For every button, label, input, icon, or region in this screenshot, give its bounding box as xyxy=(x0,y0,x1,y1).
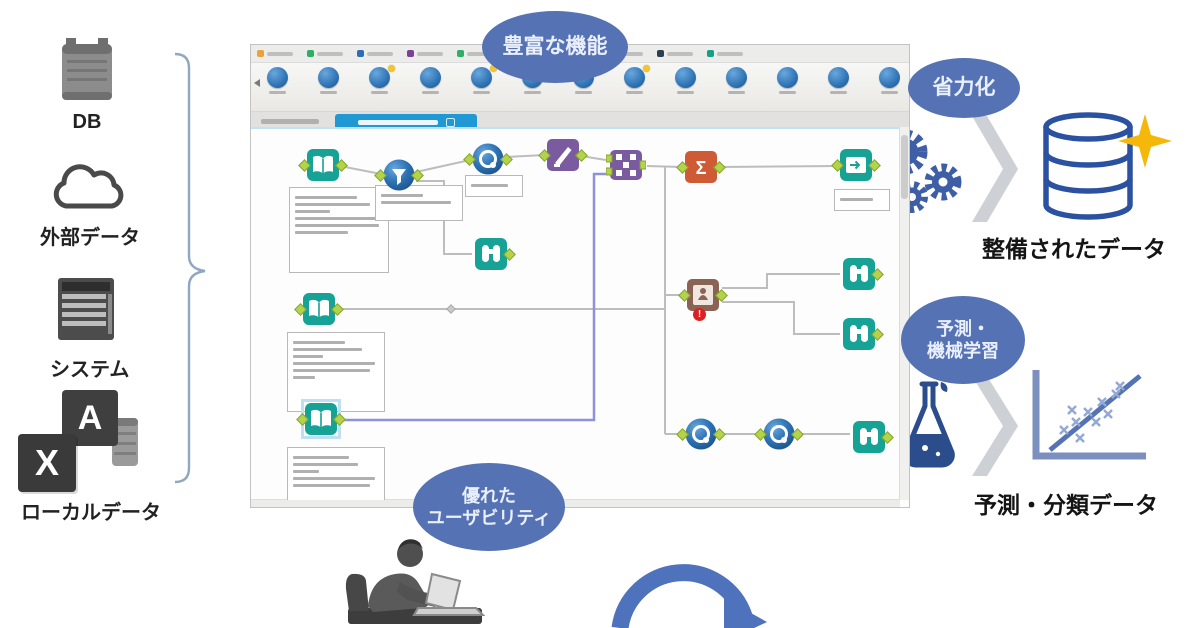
grouping-brace xyxy=(174,52,206,484)
workflow-node-browse-3[interactable] xyxy=(842,317,876,351)
canvas-vertical-scrollbar[interactable] xyxy=(899,127,909,500)
active-workflow-tab[interactable] xyxy=(335,114,477,131)
workflow-node-formula[interactable] xyxy=(546,138,580,172)
workflow-node-model-1[interactable] xyxy=(684,417,718,451)
callout-prediction-ml: 予測・ 機械学習 xyxy=(901,296,1025,384)
callout-usability-line2: ユーザビリティ xyxy=(426,508,552,528)
callout-rich-features: 豊富な機能 xyxy=(482,11,628,83)
excel-letter: X xyxy=(34,442,59,483)
palette-left-arrow-icon[interactable] xyxy=(254,79,260,87)
node-annotation-3 xyxy=(834,189,890,211)
tool-category-tab-1[interactable] xyxy=(307,50,343,57)
cloud-icon xyxy=(53,164,124,209)
scatter-plot-icon xyxy=(1032,370,1146,460)
new-tool-badge xyxy=(490,65,497,72)
person-at-laptop-icon xyxy=(345,539,486,624)
tool-category-tab-8[interactable] xyxy=(657,50,693,57)
workflow-node-input-2[interactable] xyxy=(302,292,336,326)
palette-tool-10[interactable] xyxy=(775,67,799,94)
callout-rich-features-text: 豊富な機能 xyxy=(502,34,608,58)
designer-window: Σ! xyxy=(250,44,910,508)
error-badge: ! xyxy=(693,308,706,321)
tool-category-tab-9[interactable] xyxy=(707,50,743,57)
source-external: 外部データ xyxy=(40,158,140,250)
small-db-icon xyxy=(112,418,138,466)
node-annotation-2 xyxy=(465,175,523,197)
workflow-node-select[interactable] xyxy=(471,142,505,176)
prepared-database-icon xyxy=(1043,112,1133,220)
tab-close-icon[interactable] xyxy=(445,118,455,127)
access-letter: A xyxy=(77,399,103,437)
workflow-connections xyxy=(337,154,850,435)
workflow-node-join[interactable] xyxy=(606,148,646,182)
tool-category-tab-2[interactable] xyxy=(357,50,393,57)
source-system: システム xyxy=(50,276,130,382)
palette-tool-3[interactable] xyxy=(418,67,442,94)
inactive-workflow-tab[interactable] xyxy=(261,119,319,124)
palette-tool-9[interactable] xyxy=(724,67,748,94)
selected-connection xyxy=(339,172,606,422)
local-data-icons: A X xyxy=(16,390,166,494)
source-system-label: システム xyxy=(50,359,130,381)
callout-usability: 優れた ユーザビリティ xyxy=(413,463,565,551)
predicted-data-label: 予測・分類データ xyxy=(974,492,1158,518)
excel-icon: X xyxy=(18,434,76,492)
callout-labor-saving: 省力化 xyxy=(908,58,1020,118)
workflow-node-browse-1[interactable] xyxy=(474,237,508,271)
workflow-node-browse-2[interactable] xyxy=(842,257,876,291)
workflow-node-input-1[interactable] xyxy=(306,148,340,182)
callout-prediction-line1: 予測・ xyxy=(936,318,990,339)
workflow-node-browse-4[interactable] xyxy=(852,420,886,454)
sparkle-icon xyxy=(1118,114,1172,168)
palette-tool-8[interactable] xyxy=(673,67,697,94)
database-icon xyxy=(62,38,112,100)
source-local-label: ローカルデータ xyxy=(21,502,161,524)
callout-usability-line1: 優れた xyxy=(462,485,516,506)
new-tool-badge xyxy=(388,65,395,72)
workflow-node-cleanse[interactable] xyxy=(382,158,416,192)
node-annotation-0 xyxy=(289,187,389,273)
tool-category-tab-3[interactable] xyxy=(407,50,443,57)
workflow-node-input-3[interactable] xyxy=(304,402,338,436)
flask-icon xyxy=(903,381,955,468)
new-tool-badge xyxy=(643,65,650,72)
tool-category-tab-0[interactable] xyxy=(257,50,293,57)
node-annotation-4 xyxy=(287,332,385,412)
workflow-canvas[interactable]: Σ! xyxy=(251,127,900,500)
callout-prediction-line2: 機械学習 xyxy=(927,341,999,361)
source-db: DB xyxy=(55,36,119,134)
arrow-right-top-icon xyxy=(972,116,1018,222)
palette-tool-7[interactable] xyxy=(622,65,650,94)
palette-tool-12[interactable] xyxy=(877,67,901,94)
tool-category-tab-4[interactable] xyxy=(457,50,493,57)
workflow-node-summarize[interactable]: Σ xyxy=(684,150,718,184)
workflow-node-score[interactable]: ! xyxy=(686,278,720,321)
palette-tool-1[interactable] xyxy=(316,67,340,94)
canvas-horizontal-scrollbar[interactable] xyxy=(251,499,900,507)
node-annotation-5 xyxy=(287,447,385,500)
source-external-label: 外部データ xyxy=(40,227,140,249)
palette-tool-11[interactable] xyxy=(826,67,850,94)
palette-tool-0[interactable] xyxy=(265,67,289,94)
workflow-node-model-2[interactable] xyxy=(762,417,796,451)
arrow-right-middle-icon xyxy=(972,376,1018,476)
callout-labor-saving-text: 省力化 xyxy=(932,75,996,99)
workflow-node-output[interactable] xyxy=(839,148,873,182)
svg-text:Σ: Σ xyxy=(696,158,707,178)
source-local: A X ローカルデータ xyxy=(16,390,166,525)
source-db-label: DB xyxy=(72,111,102,133)
system-window-icon xyxy=(58,278,114,340)
palette-tool-4[interactable] xyxy=(469,65,497,94)
refresh-cycle-icon xyxy=(611,564,767,628)
palette-tool-2[interactable] xyxy=(367,65,395,94)
prepared-data-label: 整備されたデータ xyxy=(982,236,1166,262)
